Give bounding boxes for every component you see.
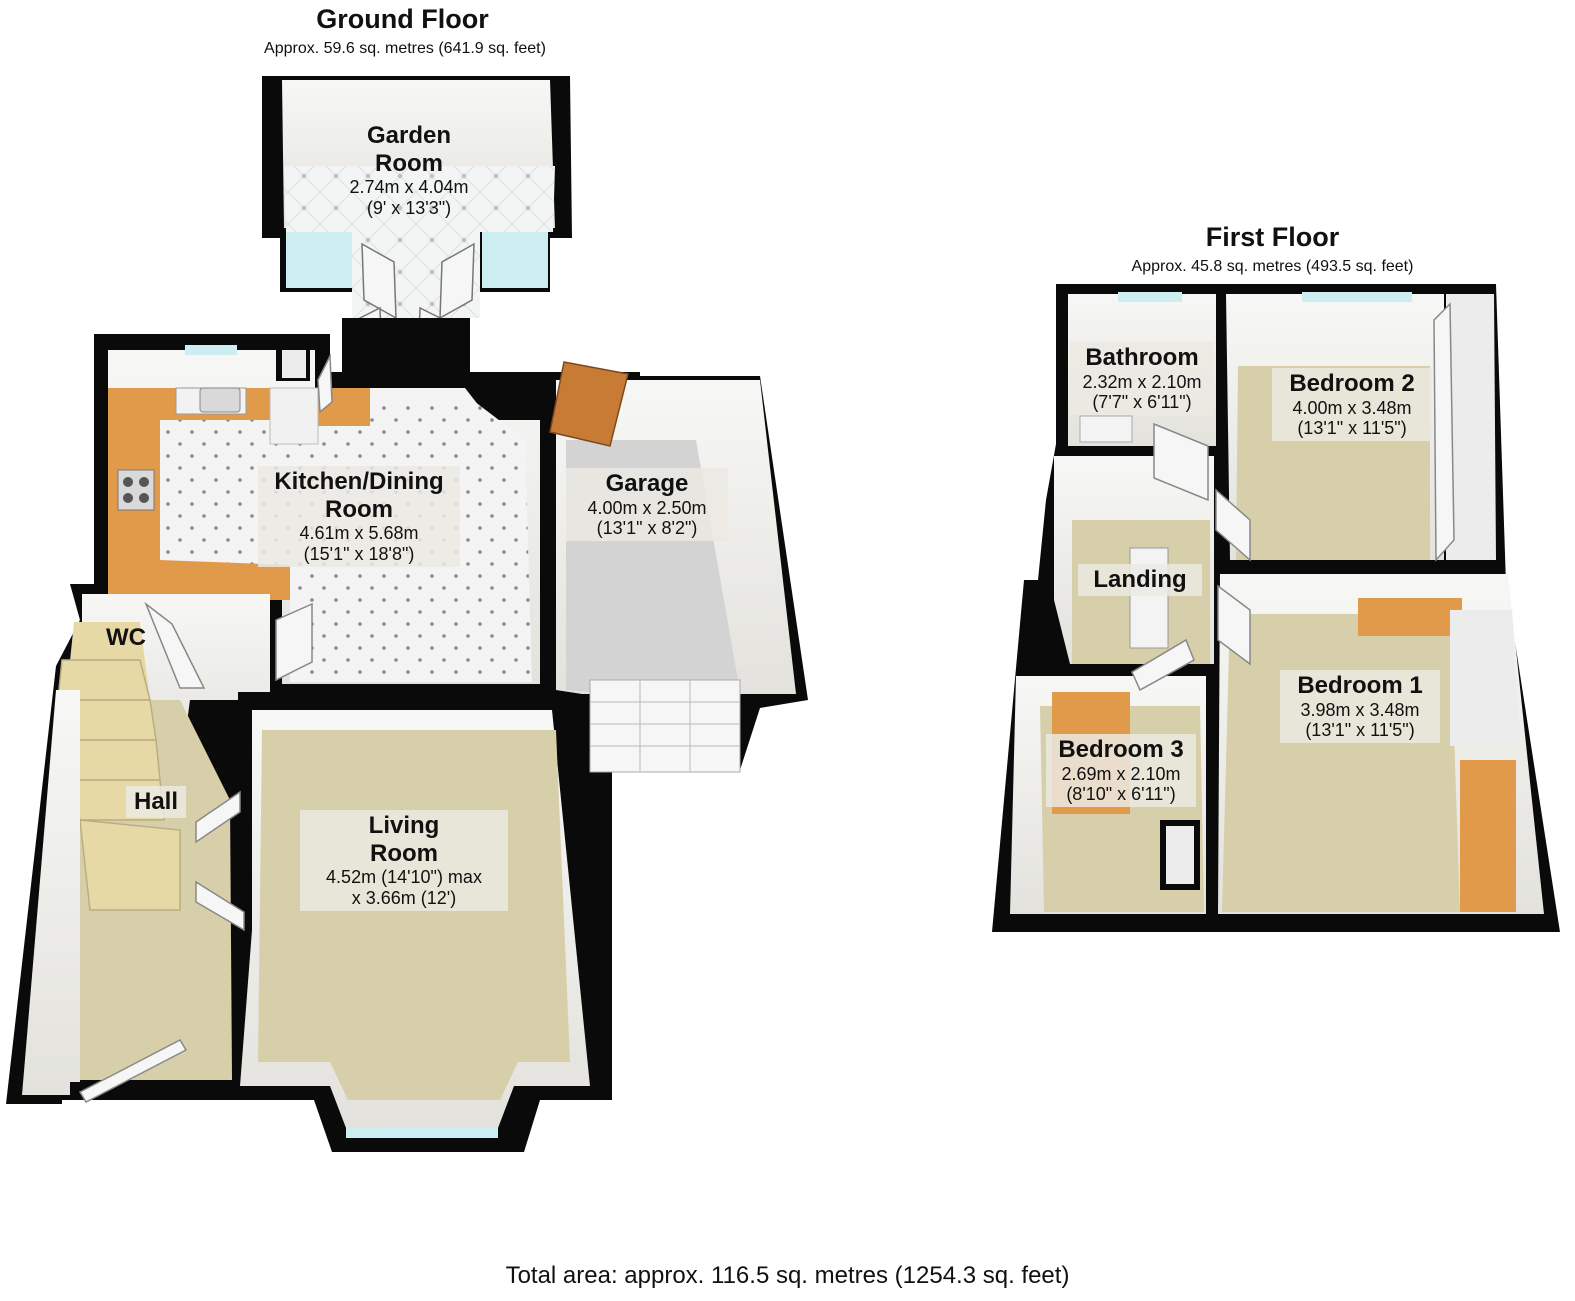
room-name: Garden xyxy=(366,122,452,149)
room-label-landing: Landing xyxy=(1078,564,1202,596)
ground-floor-area: Approx. 59.6 sq. metres (641.9 sq. feet) xyxy=(264,40,546,57)
room-label-living-room: Living Room 4.52m (14'10") max x 3.66m (… xyxy=(300,810,508,911)
room-label-kitchen-dining: Kitchen/Dining Room 4.61m x 5.68m (15'1"… xyxy=(258,466,460,567)
ground-floor-doors xyxy=(78,353,333,1103)
room-dimensions: 2.32m x 2.10m xyxy=(1082,371,1202,392)
room-dimensions: 4.61m x 5.68m xyxy=(299,523,419,544)
ground-floor-plan xyxy=(6,76,808,1152)
room-dimensions: (9' x 13'3") xyxy=(366,197,452,218)
room-name: WC xyxy=(106,624,146,651)
first-floor-area: Approx. 45.8 sq. metres (493.5 sq. feet) xyxy=(1131,258,1414,275)
room-dimensions: 4.00m x 3.48m xyxy=(1292,397,1412,418)
garage-area xyxy=(548,361,808,773)
room-dimensions: 3.98m x 3.48m xyxy=(1300,699,1420,720)
room-label-bedroom-3: Bedroom 3 2.69m x 2.10m (8'10" x 6'11") xyxy=(1046,734,1196,807)
total-area: Total area: approx. 116.5 sq. metres (12… xyxy=(505,1262,1070,1289)
room-label-garage: Garage 4.00m x 2.50m (13'1" x 8'2") xyxy=(566,468,728,541)
room-name: Bedroom 1 xyxy=(1297,672,1423,699)
room-name: Room xyxy=(370,839,438,867)
room-name: Landing xyxy=(1093,566,1187,593)
room-name: Hall xyxy=(133,788,178,815)
room-dimensions: (13'1" x 11'5") xyxy=(1297,418,1407,439)
room-dimensions: (7'7" x 6'11") xyxy=(1092,392,1192,413)
room-dimensions: 4.00m x 2.50m xyxy=(587,497,707,518)
room-name: Bathroom xyxy=(1085,344,1199,371)
staircase xyxy=(57,659,181,911)
room-label-bedroom-2: Bedroom 2 4.00m x 3.48m (13'1" x 11'5") xyxy=(1272,368,1432,441)
room-dimensions: (13'1" x 11'5") xyxy=(1305,720,1415,741)
room-name: Room xyxy=(375,149,443,177)
room-dimensions: x 3.66m (12') xyxy=(351,887,457,908)
room-name: Garage xyxy=(605,470,689,497)
ground-floor-shell xyxy=(6,318,612,1152)
first-floor-title: First Floor xyxy=(1205,222,1340,252)
room-label-wc: WC xyxy=(96,624,156,652)
room-label-bedroom-1: Bedroom 1 3.98m x 3.48m (13'1" x 11'5") xyxy=(1280,670,1440,743)
room-label-hall: Hall xyxy=(126,786,186,818)
room-dimensions: 2.69m x 2.10m xyxy=(1061,763,1181,784)
room-name: Kitchen/Dining xyxy=(274,468,444,495)
room-name: Bedroom 2 xyxy=(1289,370,1415,397)
first-floor-doors xyxy=(1131,302,1455,692)
room-name: Room xyxy=(325,495,393,523)
room-label-garden-room: Garden Room 2.74m x 4.04m (9' x 13'3") xyxy=(324,122,494,219)
room-dimensions: (8'10" x 6'11") xyxy=(1066,784,1176,805)
room-dimensions: 4.52m (14'10") max xyxy=(326,867,482,888)
room-dimensions: (13'1" x 8'2") xyxy=(596,518,698,539)
room-label-bathroom: Bathroom 2.32m x 2.10m (7'7" x 6'11") xyxy=(1070,342,1214,415)
room-dimensions: (15'1" x 18'8") xyxy=(303,543,415,564)
room-name: Bedroom 3 xyxy=(1058,736,1184,763)
ground-floor-title: Ground Floor xyxy=(316,4,489,34)
room-dimensions: 2.74m x 4.04m xyxy=(349,177,469,198)
room-name: Living xyxy=(368,812,440,839)
